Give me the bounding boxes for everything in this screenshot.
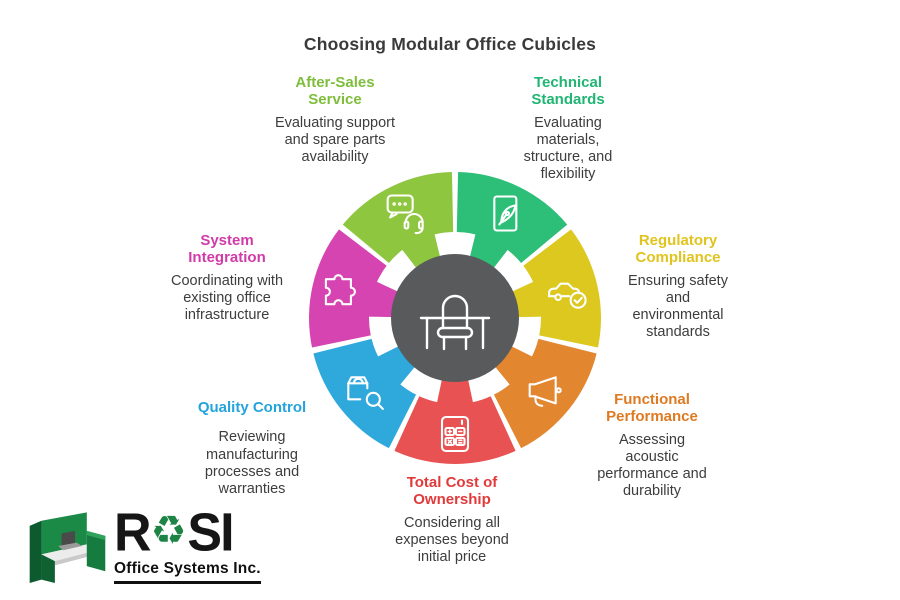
segment-description: Evaluating support and spare parts avail… xyxy=(274,114,396,165)
car-check-icon xyxy=(548,282,587,309)
logo-subtitle: Office Systems Inc. xyxy=(114,560,261,584)
label-functional-performance: Functional Performance Assessing acousti… xyxy=(562,391,742,500)
infographic-title: Choosing Modular Office Cubicles xyxy=(303,34,597,54)
label-after-sales-service: After-Sales Service Evaluating support a… xyxy=(245,74,425,166)
rosi-logo: R ♻ SI Office Systems Inc. xyxy=(28,497,261,595)
segment-title: Technical Standards xyxy=(531,74,605,109)
segment-description: Ensuring safety and environmental standa… xyxy=(628,272,728,341)
megaphone-icon xyxy=(528,376,562,407)
label-technical-standards: Technical Standards Evaluating materials… xyxy=(478,74,658,183)
segment-wedge xyxy=(342,172,454,263)
document-pen-icon xyxy=(493,195,518,232)
puzzle-icon xyxy=(324,274,356,306)
segment-description: Reviewing manufacturing processes and wa… xyxy=(204,429,300,497)
segment-title: Total Cost of Ownership xyxy=(406,474,498,509)
segment-wedge xyxy=(493,338,597,449)
segment-title: System Integration xyxy=(188,232,266,267)
label-system-integration: System Integration Coordinating with exi… xyxy=(137,232,317,324)
segment-description: Coordinating with existing office infras… xyxy=(170,272,284,323)
segment-wedge xyxy=(523,229,602,348)
segment-wedge xyxy=(456,172,568,263)
segment-description: Evaluating materials, structure, and fle… xyxy=(523,114,613,183)
logo-text: R ♻ SI Office Systems Inc. xyxy=(114,502,261,584)
brand-name: R ♻ SI xyxy=(114,502,261,564)
segment-wedge xyxy=(313,338,417,449)
brand-letter-r: R xyxy=(114,502,152,564)
segment-wedge xyxy=(309,229,387,348)
cubicle-logo-graphic xyxy=(29,512,106,583)
label-total-cost-of-ownership: Total Cost of Ownership Considering all … xyxy=(362,474,542,566)
brand-letters-si: SI xyxy=(187,502,234,564)
calculator-icon xyxy=(440,415,470,453)
speech-headset-icon xyxy=(386,194,424,235)
segment-title: Quality Control xyxy=(197,399,307,416)
segment-title: Regulatory Compliance xyxy=(635,232,721,267)
desk-chair-icon xyxy=(419,294,491,351)
segment-description: Assessing acoustic performance and durab… xyxy=(597,431,707,500)
bag-search-icon xyxy=(347,376,384,410)
segment-title: After-Sales Service xyxy=(295,74,375,109)
segment-title: Functional Performance xyxy=(606,391,698,426)
label-regulatory-compliance: Regulatory Compliance Ensuring safety an… xyxy=(588,232,768,341)
recycle-icon: ♻ xyxy=(150,509,187,553)
label-quality-control: Quality Control Reviewing manufacturing … xyxy=(162,399,342,498)
segment-description: Considering all expenses beyond initial … xyxy=(395,514,509,565)
